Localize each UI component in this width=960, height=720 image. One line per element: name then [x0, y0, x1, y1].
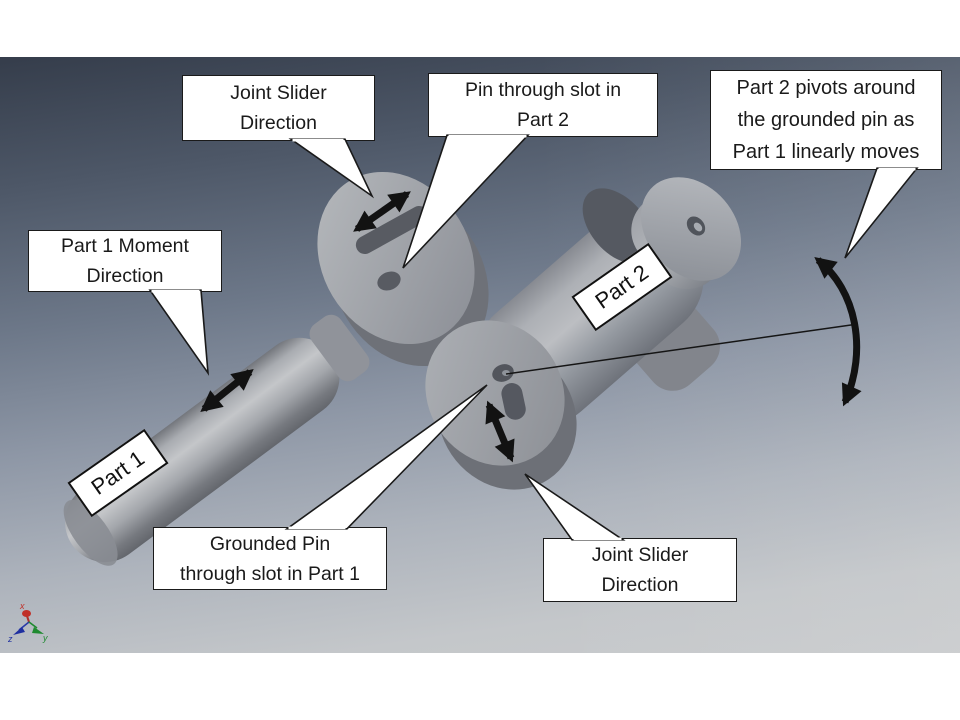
callout-line: Joint Slider [230, 82, 327, 104]
callout-line: Direction [86, 265, 164, 287]
callout-line: Part 1 linearly moves [732, 141, 920, 163]
callout-pivot-note: Part 2 pivots around the grounded pin as… [710, 70, 942, 170]
callout-grounded-pin: Grounded Pin through slot in Part 1 [153, 527, 387, 590]
callout-joint-slider-top: Joint Slider Direction [182, 75, 375, 141]
callout-pin-through-slot: Pin through slot in Part 2 [428, 73, 658, 137]
callout-part1-moment: Part 1 Moment Direction [28, 230, 222, 292]
callout-line: Direction [240, 112, 317, 134]
callout-line: Grounded Pin [209, 532, 331, 555]
callout-line: through slot in Part 1 [180, 562, 360, 585]
callout-line: Joint Slider [591, 544, 689, 566]
callout-line: Pin through slot in [464, 79, 622, 101]
callout-joint-slider-bottom: Joint Slider Direction [543, 538, 737, 602]
callout-line: Direction [601, 574, 679, 596]
callout-line: Part 2 pivots around [736, 77, 916, 99]
callout-line: the grounded pin as [737, 109, 915, 131]
callout-line: Part 2 [516, 109, 570, 131]
callout-line: Part 1 Moment [61, 235, 189, 257]
